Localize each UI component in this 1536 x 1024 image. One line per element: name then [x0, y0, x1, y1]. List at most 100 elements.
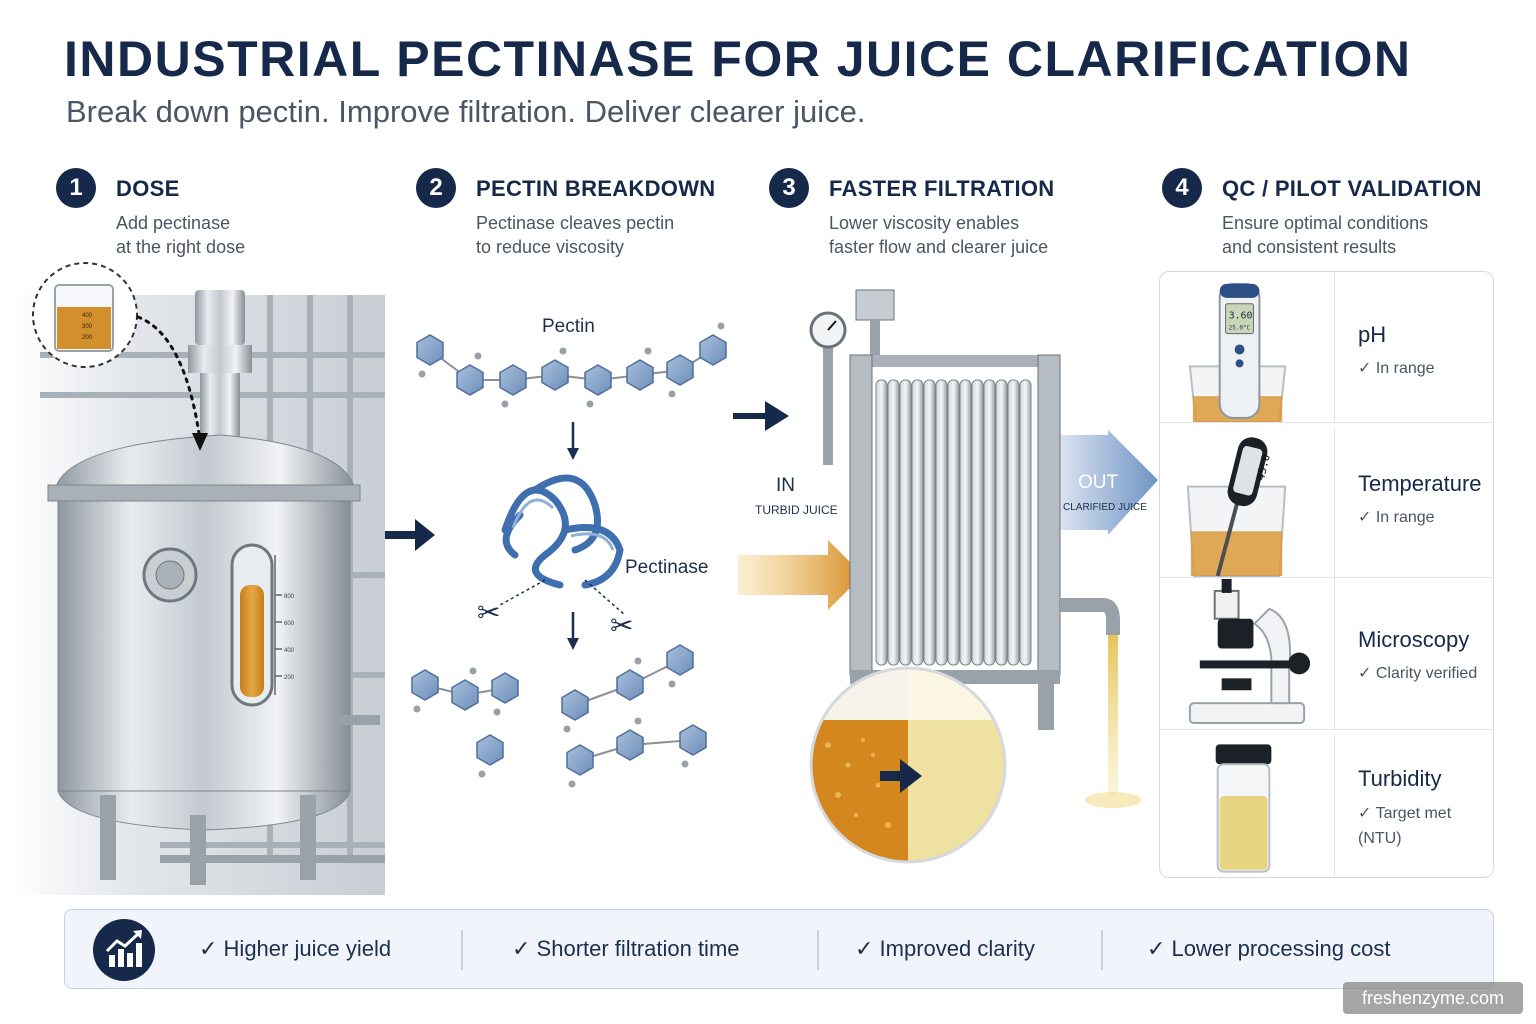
press-head-plate: [849, 354, 873, 676]
dose-dotted-arrow: [136, 315, 202, 442]
atom-dot: [668, 680, 676, 688]
atom-dot: [717, 322, 725, 330]
atom-dot: [501, 400, 509, 408]
pectinase-enzyme: [501, 474, 624, 589]
pectin-breakdown-illustration: Pectin Pectinase ✂ ✂: [411, 316, 727, 788]
gauge-mark: 800: [284, 594, 295, 600]
turbid-juice-sample: [811, 720, 908, 862]
benefit-divider: [1101, 930, 1103, 970]
pectin-label: Pectin: [542, 316, 595, 337]
atom-dot: [474, 352, 482, 360]
filter-plate: [947, 379, 960, 666]
page-title: INDUSTRIAL PECTINASE FOR JUICE CLARIFICA…: [64, 31, 1412, 87]
level-gauge: [274, 555, 282, 695]
outlet-pipe: [1060, 598, 1120, 635]
filter-plate: [911, 379, 924, 666]
filter-plate: [935, 379, 948, 666]
sugar-unit-icon: [616, 729, 644, 761]
agitator-motor: [195, 290, 245, 345]
qc-name-turbidity: Turbidity: [1358, 766, 1442, 791]
qc-panel: 3.60 25.0°C pH ✓ In range 45.0 Temperatu…: [1159, 271, 1494, 878]
down-arrowhead: [567, 448, 579, 460]
step-4-header: 4 QC / PILOT VALIDATION Ensure optimal c…: [1162, 168, 1482, 259]
benefit-higher-yield: ✓ Higher juice yield: [199, 936, 392, 961]
sugar-unit-icon: [491, 672, 519, 704]
scissors-icon: ✂: [477, 596, 500, 629]
ph-meter-icon: 3.60 25.0°C: [1188, 272, 1335, 422]
step-3-title: FASTER FILTRATION: [829, 176, 1055, 201]
qc-status-ph: ✓ In range: [1358, 360, 1435, 377]
atom-dot: [478, 770, 486, 778]
filter-plate: [1007, 379, 1020, 666]
pectinase-label: Pectinase: [625, 557, 708, 578]
tank-leg: [190, 815, 206, 885]
step-1-title: DOSE: [116, 176, 180, 201]
tank-leg: [100, 795, 116, 880]
clarified-stream: [1108, 635, 1118, 795]
motor-shaft-housing: [200, 373, 240, 438]
comparison-arrow: [880, 771, 902, 781]
sugar-unit-icon: [561, 689, 589, 721]
atom-dot: [634, 657, 642, 665]
qc-status-microscopy: ✓ Clarity verified: [1358, 665, 1478, 682]
out-label: OUT: [1078, 472, 1119, 493]
filter-plate: [959, 379, 972, 666]
comparison-circle-frame: [809, 666, 1007, 864]
filter-plate: [971, 379, 984, 666]
atom-dot: [418, 370, 426, 378]
atom-dot: [586, 400, 594, 408]
sugar-unit-icon: [541, 359, 569, 391]
flow-arrow-icon: [733, 401, 789, 431]
filter-plate: [983, 379, 996, 666]
sugar-unit-icon: [416, 334, 444, 366]
gauge-mark: 600: [284, 621, 295, 627]
sugar-unit-icon: [616, 669, 644, 701]
benefit-shorter-filtration: ✓ Shorter filtration time: [512, 936, 740, 961]
growth-chart-icon: [93, 919, 155, 981]
press-tail-plate: [1037, 354, 1061, 676]
sugar-unit-icon: [476, 734, 504, 766]
temp-readout: 45.0: [1254, 453, 1273, 482]
atom-dot: [563, 725, 571, 733]
gauge-mark: 200: [284, 675, 295, 681]
step-1-header: 1 DOSE Add pectinase at the right dose: [56, 168, 245, 259]
sugar-unit-icon: [499, 364, 527, 396]
step-4-title: QC / PILOT VALIDATION: [1222, 176, 1482, 201]
step-1-number: 1: [56, 168, 96, 208]
atom-dot: [644, 347, 652, 355]
qc-row-ph: 3.60 25.0°C pH ✓ In range: [1160, 272, 1493, 423]
comparison-arrowhead: [900, 759, 922, 793]
press-top-beam: [853, 355, 1053, 367]
atom-dot: [493, 708, 501, 716]
step-2-description: Pectinase cleaves pectin to reduce visco…: [476, 213, 675, 257]
step-4-description: Ensure optimal conditions and consistent…: [1222, 213, 1429, 257]
gauge-needle: [827, 320, 837, 331]
flow-arrow-icon: [385, 519, 435, 551]
step-4-number: 4: [1162, 168, 1202, 208]
qc-status-turbidity: ✓ Target met (NTU): [1358, 805, 1452, 847]
step-2-header: 2 PECTIN BREAKDOWN Pectinase cleaves pec…: [416, 168, 715, 259]
benefit-lower-cost: ✓ Lower processing cost: [1147, 936, 1391, 961]
step-2-title: PECTIN BREAKDOWN: [476, 176, 716, 201]
tank-leg: [300, 795, 316, 880]
step-3-number: 3: [769, 168, 809, 208]
qc-name-temperature: Temperature: [1358, 471, 1482, 496]
press-leg: [1038, 680, 1054, 730]
down-arrowhead: [567, 638, 579, 650]
atom-dot: [568, 780, 576, 788]
sugar-unit-icon: [626, 359, 654, 391]
in-label: IN: [776, 475, 795, 496]
floor-pipe: [160, 855, 385, 863]
sugar-unit-icon: [679, 724, 707, 756]
filter-plate: [875, 379, 888, 666]
qc-status-temperature: ✓ In range: [1358, 509, 1435, 526]
microscope-icon: [1188, 579, 1335, 729]
manway-cap: [155, 560, 185, 590]
cleave-line: [499, 579, 546, 606]
atom-dot: [469, 667, 477, 675]
step-1-description: Add pectinase at the right dose: [116, 213, 246, 257]
scissors-icon: ✂: [610, 609, 633, 642]
qc-row-turbidity: Turbidity ✓ Target met (NTU): [1160, 734, 1493, 877]
tank-body: [57, 500, 351, 792]
step-3-header: 3 FASTER FILTRATION Lower viscosity enab…: [769, 168, 1055, 259]
